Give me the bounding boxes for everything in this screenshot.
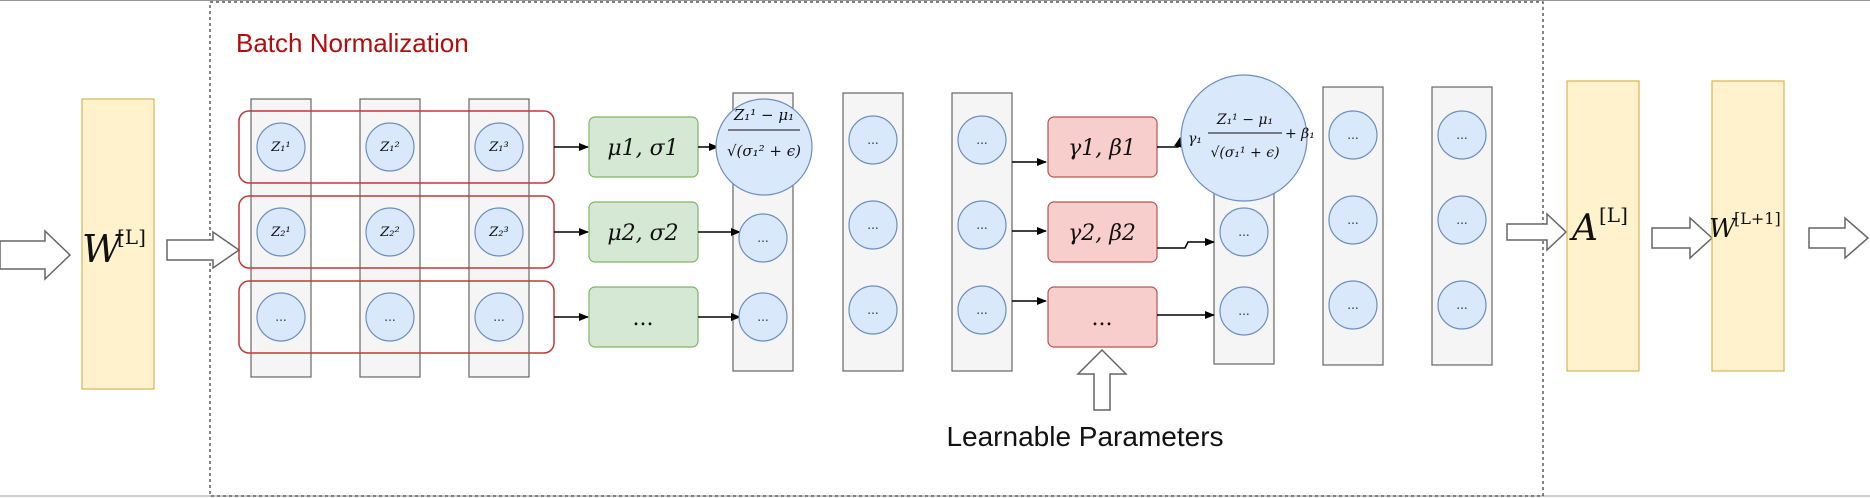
arrow-param1-to-scaled xyxy=(1157,137,1182,148)
input-node-r1c2: Z₁² xyxy=(365,122,415,172)
next-weights-superscript: [L+1] xyxy=(1734,209,1781,228)
stats-box-2: μ2, σ2 xyxy=(588,201,699,263)
scaled-node-3-label: ... xyxy=(1238,304,1249,318)
input-node-r2c1: Z₂¹ xyxy=(256,207,306,257)
hidden-col2-node-2-label: ... xyxy=(976,218,987,232)
output-col2-node-2: ... xyxy=(1437,195,1487,245)
learnable-params-arrow xyxy=(1076,348,1128,411)
shift-beta: + β₁ xyxy=(1285,126,1315,142)
input-node-r3c2-label: ... xyxy=(384,310,395,324)
input-nodes: Z₁¹ Z₁² Z₁³ Z₂¹ Z₂² Z₂³......... xyxy=(256,122,524,342)
scale-numerator: Z₁¹ − μ₁ xyxy=(1216,112,1273,128)
normalized-node-2: ... xyxy=(738,213,788,263)
weights-layer-superscript: [L] xyxy=(117,225,146,249)
input-node-r2c3: Z₂³ xyxy=(474,207,524,257)
hidden-nodes: ........................................… xyxy=(738,110,1487,342)
hidden-col2-node-3-label: ... xyxy=(976,303,987,317)
norm-denominator: √(σ₁² + ϵ) xyxy=(727,142,801,160)
input-arrow xyxy=(0,229,72,281)
scaled-node-3: ... xyxy=(1219,286,1269,336)
input-node-r2c2: Z₂² xyxy=(365,207,415,257)
input-node-r2c3-label: Z₂³ xyxy=(488,225,508,240)
normalized-node-2-label: ... xyxy=(757,231,768,245)
out-of-batchnorm-arrow xyxy=(1506,212,1568,252)
output-arrow xyxy=(1808,216,1870,260)
normalized-node-3-label: ... xyxy=(757,310,768,324)
hidden-col1-node-2: ... xyxy=(848,200,898,250)
output-col2-node-2-label: ... xyxy=(1456,213,1467,227)
scale-gamma: γ₁ xyxy=(1188,131,1202,147)
input-node-r2c1-label: Z₂¹ xyxy=(270,225,290,240)
stats-box-3: ... xyxy=(588,286,699,348)
activation-superscript: [L] xyxy=(1599,203,1628,227)
input-node-r3c3-label: ... xyxy=(493,310,504,324)
output-col1-node-3: ... xyxy=(1328,280,1378,330)
input-node-r2c2-label: Z₂² xyxy=(379,225,399,240)
input-node-r1c3: Z₁³ xyxy=(474,122,524,172)
scaled-node-2-label: ... xyxy=(1238,225,1249,239)
stats-box-1-label: μ1, σ1 xyxy=(607,136,678,161)
hidden-col2-node-3: ... xyxy=(957,285,1007,335)
hidden-col1-node-3-label: ... xyxy=(867,303,878,317)
param-box-3: ... xyxy=(1047,286,1158,348)
hidden-col1-node-1-label: ... xyxy=(867,133,878,147)
output-col2-node-1-label: ... xyxy=(1456,128,1467,142)
input-node-r3c1: ... xyxy=(256,292,306,342)
activation-to-next-arrow xyxy=(1651,216,1714,260)
param-box-2: γ2, β2 xyxy=(1047,201,1158,263)
normalized-node-3: ... xyxy=(738,292,788,342)
learnable-params-caption: Learnable Parameters xyxy=(946,421,1223,452)
scale-shift-formula-node: γ₁ Z₁¹ − μ₁ √(σ₁¹ + ϵ) + β₁ xyxy=(1180,74,1315,202)
input-node-r1c2-label: Z₁² xyxy=(379,140,399,155)
output-col1-node-1-label: ... xyxy=(1347,128,1358,142)
input-node-r3c2: ... xyxy=(365,292,415,342)
hidden-col1-node-1: ... xyxy=(848,115,898,165)
output-col1-node-2: ... xyxy=(1328,195,1378,245)
stats-box-1: μ1, σ1 xyxy=(588,116,699,178)
input-node-r3c3: ... xyxy=(474,292,524,342)
stats-box-2-label: μ2, σ2 xyxy=(607,221,678,246)
activation-label: A xyxy=(1569,208,1598,249)
hidden-col1-node-2-label: ... xyxy=(867,218,878,232)
output-col2-node-3: ... xyxy=(1437,280,1487,330)
weights-layer-label: W xyxy=(82,227,124,271)
section-title: Batch Normalization xyxy=(236,28,469,58)
scaled-node-2: ... xyxy=(1219,207,1269,257)
activation-box: A [L] xyxy=(1566,80,1640,372)
param-box-1: γ1, β1 xyxy=(1047,116,1158,178)
into-batchnorm-arrow xyxy=(166,230,241,270)
input-node-r1c1-label: Z₁¹ xyxy=(270,140,290,155)
output-col2-node-3-label: ... xyxy=(1456,298,1467,312)
normalize-formula-node: Z₁¹ − μ₁ √(σ₁² + ϵ) xyxy=(715,98,813,196)
next-weights-label: W xyxy=(1709,214,1738,244)
stats-box-3-label: ... xyxy=(633,306,654,331)
output-col2-node-1: ... xyxy=(1437,110,1487,160)
norm-numerator: Z₁¹ − μ₁ xyxy=(733,106,794,124)
input-node-r3c1-label: ... xyxy=(275,310,286,324)
hidden-col2-node-2: ... xyxy=(957,200,1007,250)
hidden-col2-node-1-label: ... xyxy=(976,133,987,147)
param-box-2-label: γ2, β2 xyxy=(1068,221,1136,246)
hidden-col1-node-3: ... xyxy=(848,285,898,335)
output-col1-node-3-label: ... xyxy=(1347,298,1358,312)
scale-denominator: √(σ₁¹ + ϵ) xyxy=(1210,145,1279,161)
param-box-1-label: γ1, β1 xyxy=(1068,136,1136,161)
next-weights-box: W [L+1] xyxy=(1709,80,1785,372)
param-box-3-label: ... xyxy=(1092,306,1113,331)
output-col1-node-1: ... xyxy=(1328,110,1378,160)
hidden-col2-node-1: ... xyxy=(957,115,1007,165)
input-node-r1c3-label: Z₁³ xyxy=(488,140,508,155)
weights-layer-box: W [L] xyxy=(81,98,155,390)
output-col1-node-2-label: ... xyxy=(1347,213,1358,227)
arrow-param2-to-scaled xyxy=(1157,238,1215,249)
input-node-r1c1: Z₁¹ xyxy=(256,122,306,172)
batch-norm-region xyxy=(209,1,1544,497)
